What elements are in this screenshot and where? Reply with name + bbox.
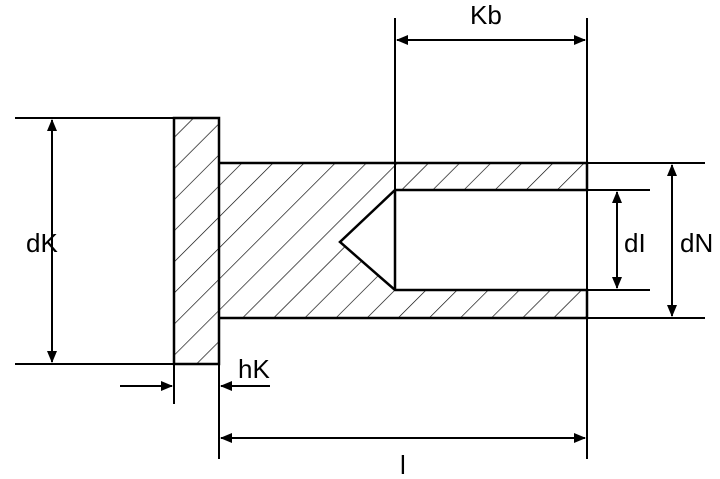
- dimension-thread-length: Kb: [396, 0, 586, 45]
- blind-hole: [393, 189, 650, 291]
- dimension-nominal-diameter: dN: [667, 164, 713, 317]
- head-height-label: hK: [238, 354, 270, 384]
- dimension-length: l: [220, 433, 586, 479]
- thread-length-label: Kb: [470, 0, 502, 30]
- dimension-head-diameter: dK: [26, 119, 58, 363]
- head-diameter-label: dK: [26, 228, 58, 258]
- dimension-inner-diameter: dI: [612, 191, 646, 289]
- inner-diameter-label: dI: [624, 228, 646, 258]
- dimension-head-height: hK: [120, 354, 270, 391]
- rivet-shank: [219, 161, 589, 320]
- rivet-head: [172, 116, 221, 366]
- length-label: l: [400, 450, 406, 479]
- extension-lines: [15, 18, 705, 459]
- nominal-diameter-label: dN: [680, 228, 713, 258]
